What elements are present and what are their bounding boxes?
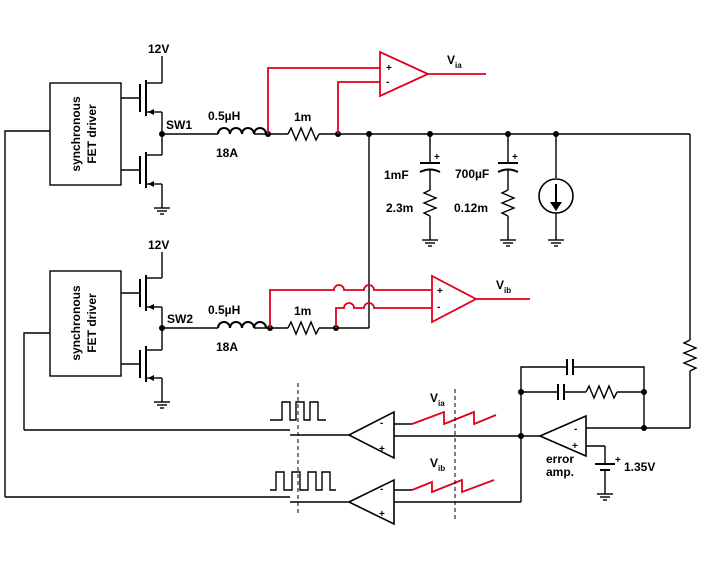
svg-text:+: + — [386, 63, 392, 74]
pwm-waveform-b — [270, 471, 336, 491]
fet-driver-b — [49, 270, 122, 377]
esr-resistor-1 — [422, 189, 438, 217]
low-side-fet-a — [121, 152, 163, 208]
svg-text:+: + — [379, 444, 385, 455]
svg-text:+: + — [434, 152, 440, 163]
inductor-a — [217, 127, 267, 135]
sense-amp-b: + - — [269, 274, 530, 328]
switch-node-b: SW2 — [167, 312, 193, 326]
sense-resistor-b — [287, 320, 320, 336]
cap2-value: 700µF — [455, 167, 489, 181]
high-side-fet-b — [121, 268, 163, 328]
pwm-waveform-a — [270, 401, 326, 421]
sense-resistor-b-value: 1m — [294, 304, 311, 318]
esr-resistor-2 — [500, 189, 516, 217]
inductor-b-current: 18A — [216, 340, 238, 354]
ground-icon — [154, 207, 170, 215]
cap1-value: 1mF — [384, 168, 409, 182]
ramp-waveform-a — [411, 410, 497, 426]
sense-amp-b-output: Vib — [496, 278, 511, 295]
comp-resistor — [585, 384, 618, 400]
inductor-b-value: 0.5µH — [208, 303, 240, 317]
cap1-esr: 2.3m — [386, 201, 413, 215]
svg-text:+: + — [615, 455, 621, 466]
ramp-waveform-b — [411, 478, 495, 494]
feedback-resistor — [682, 339, 698, 372]
battery-icon: + — [595, 446, 621, 501]
low-side-fet-b — [121, 346, 163, 402]
pwm-comparator-b — [347, 478, 395, 526]
error-amp-label-2: amp. — [546, 465, 574, 479]
pwm-comparator-a — [347, 410, 395, 460]
fet-driver-b-line2: FET driver — [85, 293, 99, 353]
supply-label-b: 12V — [148, 238, 169, 252]
svg-text:-: - — [386, 77, 389, 88]
switch-node-a: SW1 — [166, 118, 192, 132]
output-filter: + 1mF 2.3m + 700µF 0.12m — [384, 131, 574, 247]
sense-amp-a-output: Via — [447, 53, 462, 70]
phase-b: synchronous FET driver 12V SW2 — [49, 134, 530, 409]
svg-text:+: + — [512, 152, 518, 163]
inductor-a-current: 18A — [216, 146, 238, 160]
svg-text:-: - — [437, 302, 440, 313]
sense-resistor-a — [287, 126, 320, 142]
ramp-b-label: Vib — [430, 456, 445, 473]
fet-driver-a-line2: FET driver — [85, 104, 99, 164]
svg-text:+: + — [437, 286, 443, 297]
error-amp-label-1: error — [546, 452, 574, 466]
reference-voltage: 1.35V — [624, 460, 655, 474]
sense-amp-a: + - — [267, 50, 486, 134]
inductor-a-value: 0.5µH — [208, 109, 240, 123]
inductor-b — [217, 321, 267, 329]
supply-label-a: 12V — [148, 42, 169, 56]
svg-text:+: + — [379, 509, 385, 520]
phase-a: synchronous FET driver 12V SW1 — [49, 42, 690, 215]
ramp-a-label: Via — [430, 391, 445, 408]
svg-text:-: - — [380, 418, 383, 429]
error-amplifier — [537, 414, 587, 458]
high-side-fet-a — [121, 72, 163, 134]
ground-icon — [154, 401, 170, 409]
sense-resistor-a-value: 1m — [294, 110, 311, 124]
cap2-esr: 0.12m — [454, 201, 488, 215]
fet-driver-a — [49, 82, 122, 186]
svg-text:+: + — [572, 441, 578, 452]
fet-driver-b-line1: synchronous — [69, 285, 83, 361]
control-loop: - + error amp. + 1.35V - + — [4, 130, 698, 526]
svg-text:-: - — [574, 424, 577, 435]
svg-text:-: - — [380, 484, 383, 495]
fet-driver-a-line1: synchronous — [69, 96, 83, 172]
